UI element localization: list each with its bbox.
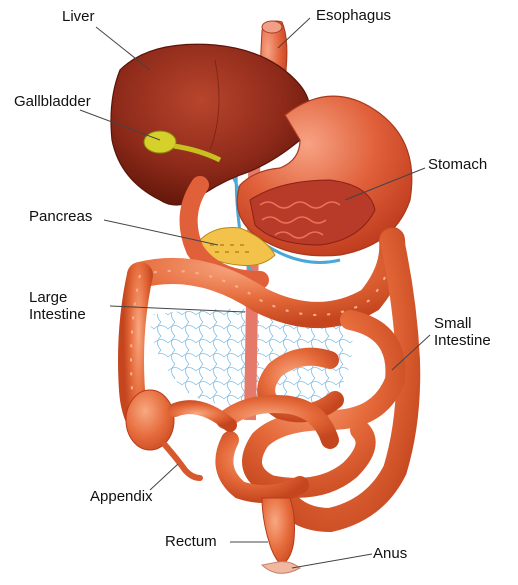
label-large-intestine: Large Intestine	[29, 289, 119, 323]
leader-appendix	[150, 464, 178, 490]
label-small-intestine-line1: Small	[434, 315, 518, 332]
label-esophagus: Esophagus	[316, 7, 391, 24]
label-pancreas: Pancreas	[29, 208, 92, 225]
rectum-organ	[262, 498, 295, 565]
label-small-intestine: Small Intestine	[434, 315, 518, 349]
label-gallbladder: Gallbladder	[14, 93, 91, 110]
leader-anus	[292, 554, 372, 568]
label-stomach: Stomach	[428, 156, 487, 173]
label-large-intestine-line1: Large	[29, 289, 119, 306]
label-small-intestine-line2: Intestine	[434, 332, 518, 349]
appendix-organ	[165, 445, 200, 478]
leader-pancreas	[104, 220, 218, 245]
label-anus: Anus	[373, 545, 407, 562]
label-liver: Liver	[62, 8, 95, 25]
leader-liver	[96, 27, 150, 70]
label-rectum: Rectum	[165, 533, 217, 550]
label-appendix: Appendix	[90, 488, 153, 505]
label-large-intestine-line2: Intestine	[29, 306, 119, 323]
